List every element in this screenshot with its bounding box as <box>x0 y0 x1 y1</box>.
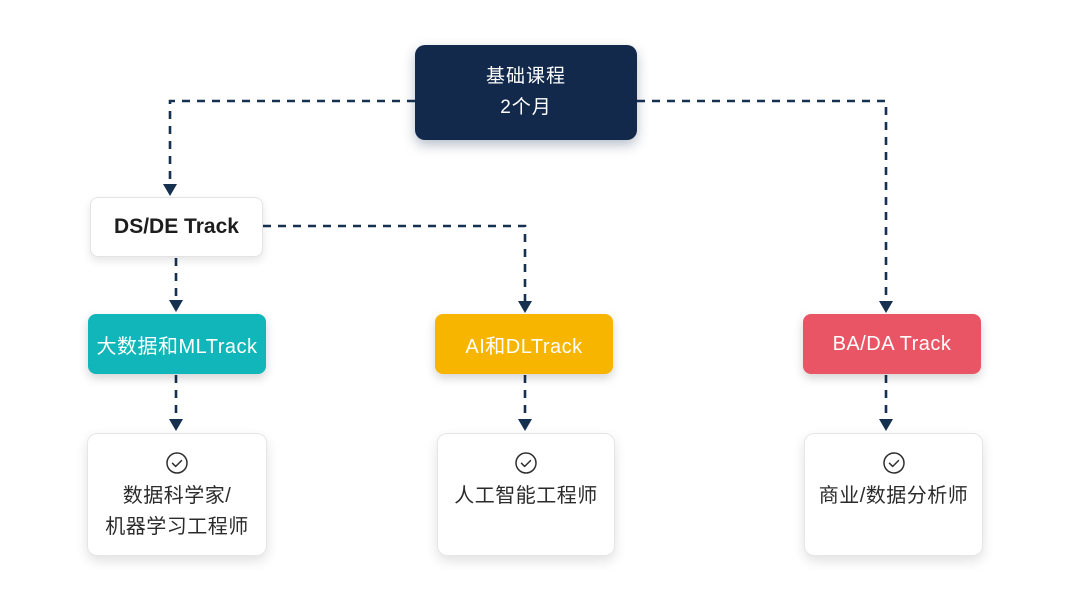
arrowhead-down-icon <box>518 419 532 431</box>
connector-aidl-to-outcome <box>518 375 532 431</box>
ai-dl-track-label: AI和DLTrack <box>465 335 583 358</box>
check-circle-icon <box>882 452 905 474</box>
check-circle-icon <box>515 452 537 474</box>
outcome-card-analyst: 商业/数据分析师 <box>804 433 983 556</box>
outcome-label-line: 商业/数据分析师 <box>818 485 969 507</box>
ba-da-track-label: BA/DA Track <box>832 332 952 355</box>
foundation-title: 基础课程 <box>485 66 566 88</box>
arrowhead-down-icon <box>169 419 183 431</box>
outcome-label-line: 数据科学家/ <box>122 485 232 507</box>
check-circle-icon <box>166 452 188 474</box>
outcome-label-line: 人工智能工程师 <box>454 485 598 507</box>
arrowhead-down-icon <box>879 301 893 313</box>
arrowhead-down-icon <box>518 301 532 313</box>
node-dsde-track: DS/DE Track <box>90 197 263 257</box>
dsde-track-label: DS/DE Track <box>114 215 239 238</box>
connector-dsde-to-bigdata <box>169 258 183 312</box>
bigdata-ml-track-label: 大数据和MLTrack <box>96 335 258 358</box>
connector-foundation-to-dsde <box>163 99 415 196</box>
connector-foundation-to-bada <box>637 99 893 313</box>
node-ai-dl-track: AI和DLTrack <box>435 314 613 374</box>
outcome-card-data-scientist: 数据科学家/ 机器学习工程师 <box>87 433 267 556</box>
outcome-label-line: 机器学习工程师 <box>105 516 249 538</box>
node-bigdata-ml-track: 大数据和MLTrack <box>88 314 266 374</box>
connector-bigdata-to-outcome <box>169 375 183 431</box>
foundation-duration: 2个月 <box>500 96 552 118</box>
outcome-card-ai-engineer: 人工智能工程师 <box>437 433 615 556</box>
arrowhead-down-icon <box>879 419 893 431</box>
node-foundation-course: 基础课程 2个月 <box>415 45 637 140</box>
node-ba-da-track: BA/DA Track <box>803 314 981 374</box>
connector-dsde-to-aidl <box>263 224 532 313</box>
arrowhead-down-icon <box>163 184 177 196</box>
connector-bada-to-outcome <box>879 375 893 431</box>
arrowhead-down-icon <box>169 300 183 312</box>
